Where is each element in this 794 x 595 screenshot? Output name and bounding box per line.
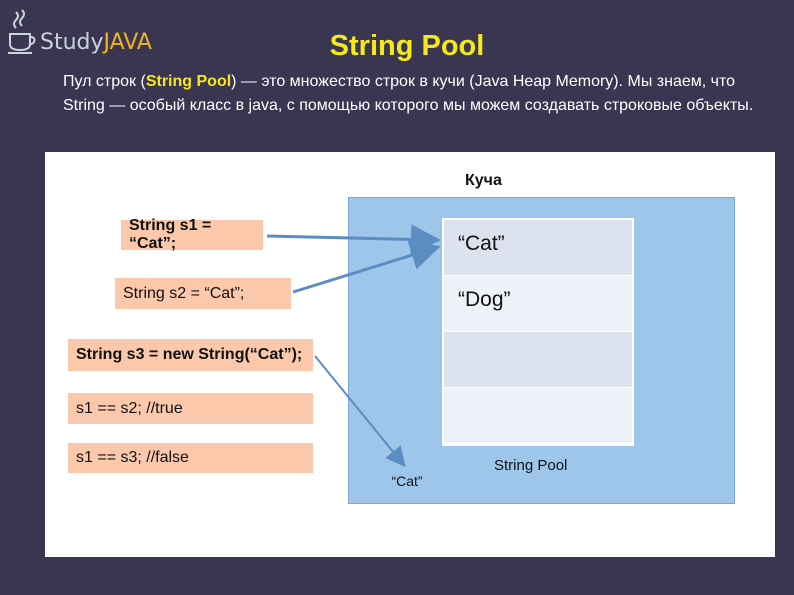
pool-cell <box>444 388 632 443</box>
pool-cell <box>444 332 632 387</box>
slide-title: String Pool <box>329 30 485 62</box>
logo-study-text: Study <box>40 30 104 55</box>
code-line-s2: String s2 = “Cat”; <box>115 278 291 309</box>
pool-cell: “Cat” <box>444 220 632 275</box>
java-cup-icon <box>8 9 36 54</box>
study-java-logo: StudyJAVA <box>4 8 152 58</box>
arrow-s1-to-cat <box>266 224 441 255</box>
logo-java-text: JAVA <box>103 30 152 55</box>
string-pool-box: “Cat” “Dog” <box>442 218 634 446</box>
logo-text: StudyJAVA <box>40 30 152 55</box>
code-line-compare-true: s1 == s2; //true <box>68 393 313 424</box>
string-pool-diagram: Куча “Cat” “Dog” String Pool String s1 =… <box>45 152 775 557</box>
code-line-s3: String s3 = new String(“Cat”); <box>68 339 313 371</box>
pool-cell: “Dog” <box>444 276 632 331</box>
arrow-s3-to-new-cat <box>314 355 406 468</box>
heap-cat-object: “Cat” <box>372 470 442 492</box>
intro-text-start: Пул строк ( <box>63 73 146 90</box>
reference-arrows <box>266 224 441 468</box>
heap-label: Куча <box>465 172 502 189</box>
arrow-s2-to-cat <box>292 240 441 294</box>
code-line-s1: String s1 = “Cat”; <box>121 217 263 252</box>
string-pool-label: String Pool <box>494 457 568 474</box>
intro-paragraph: Пул строк (String Pool) — это множество … <box>63 70 773 118</box>
code-line-compare-false: s1 == s3; //false <box>68 443 313 473</box>
intro-text-end: ) — это множество строк в кучи (Java Hea… <box>63 73 754 114</box>
intro-highlight: String Pool <box>145 73 232 90</box>
